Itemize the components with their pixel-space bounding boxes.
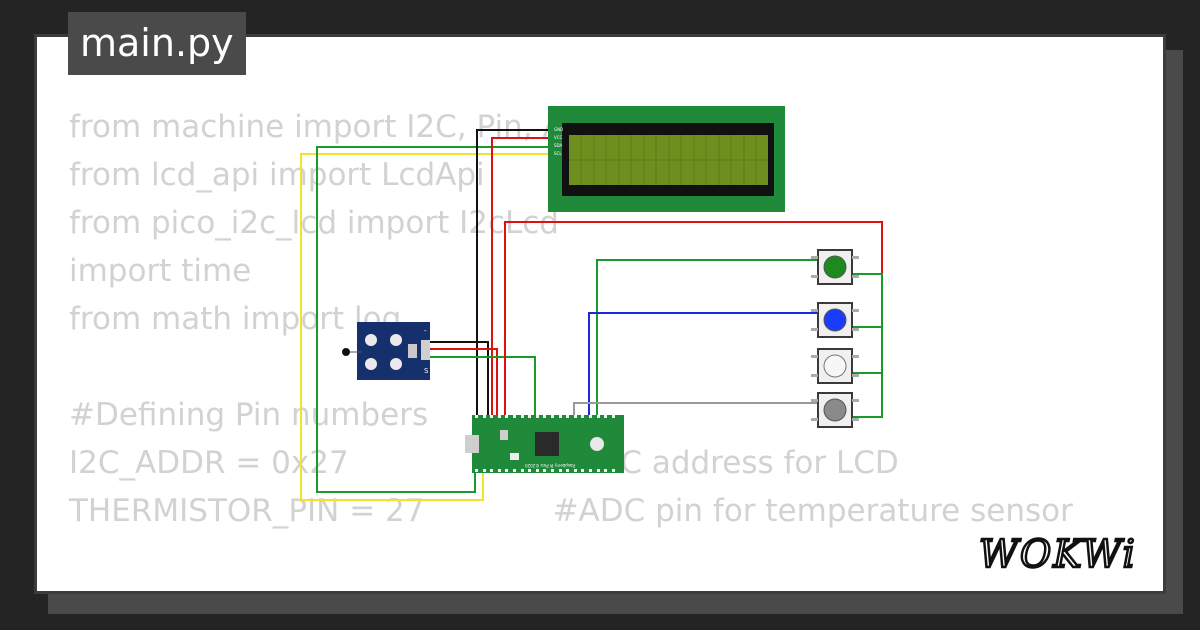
wokwi-logo: WOKWi bbox=[978, 531, 1137, 578]
pico-pins-bottom bbox=[475, 469, 615, 472]
sensor-label-s: S bbox=[424, 367, 429, 375]
thermistor-bead bbox=[342, 348, 350, 356]
blue-button[interactable] bbox=[811, 302, 859, 338]
green-wire-button bbox=[596, 259, 818, 415]
lcd-pin-gnd: GND bbox=[554, 127, 563, 132]
filename-tab: main.py bbox=[68, 12, 246, 75]
green-button[interactable] bbox=[811, 249, 859, 285]
black-wire-lcd bbox=[476, 129, 550, 415]
lcd-pin-scl: SCL bbox=[554, 151, 562, 156]
pico-silkscreen: Raspberry Pi Pico ©2020 bbox=[525, 463, 575, 468]
raspberry-logo-icon bbox=[590, 437, 604, 451]
blue-wire-button bbox=[588, 312, 818, 415]
lcd-pin-sda: SDA bbox=[554, 143, 563, 148]
code-line: I2C_ADDR = 0x27 #I2C address for LCD bbox=[69, 445, 899, 481]
wokwi-logo-text: WOKWi bbox=[979, 532, 1137, 576]
code-line: #Thermistor calculation variables bbox=[69, 583, 1073, 591]
code-line: #Defining Pin numbers bbox=[69, 397, 429, 433]
green-wire-ground bbox=[852, 273, 883, 418]
code-line: from pico_i2c_lcd import I2cLcd bbox=[69, 205, 559, 241]
pico-pins-top bbox=[475, 415, 615, 418]
black-wire-sensor bbox=[427, 341, 489, 415]
sensor-label-minus: - bbox=[424, 327, 427, 335]
thermistor-sensor: - S bbox=[342, 322, 430, 380]
code-line: from lcd_api import LcdApi bbox=[69, 157, 485, 193]
gray-button[interactable] bbox=[811, 392, 859, 428]
red-wire-sensor bbox=[427, 348, 498, 415]
usb-port bbox=[465, 435, 479, 453]
raspberry-pi-pico: Raspberry Pi Pico ©2020 bbox=[465, 415, 624, 473]
code-line: THERMISTOR_PIN = 27 #ADC pin for tempera… bbox=[69, 493, 1073, 529]
code-line: from math import log bbox=[69, 301, 402, 337]
lcd-pin-vcc: VCC bbox=[554, 135, 563, 140]
lcd-display: GND VCC SDA SCL bbox=[548, 106, 785, 212]
red-wire-lcd bbox=[491, 137, 550, 415]
lcd-grid bbox=[569, 135, 768, 185]
push-buttons bbox=[811, 249, 859, 428]
rp2040-chip bbox=[535, 432, 559, 456]
gray-wire-button bbox=[573, 402, 818, 415]
code-line: import time bbox=[69, 253, 252, 289]
white-button[interactable] bbox=[811, 348, 859, 384]
green-wire-sensor bbox=[427, 356, 536, 415]
